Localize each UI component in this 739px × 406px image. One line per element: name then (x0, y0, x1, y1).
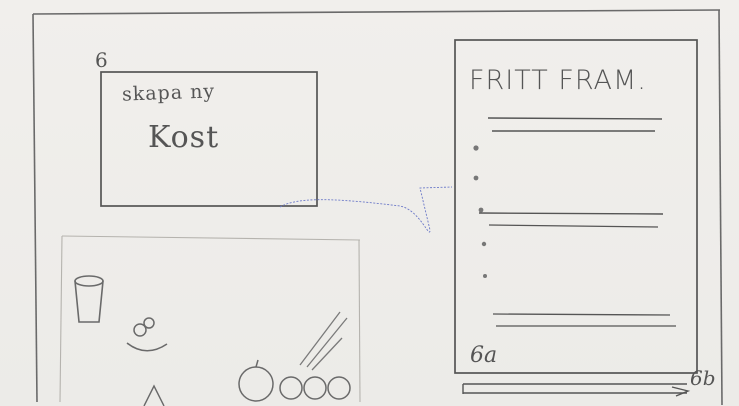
connector-line (280, 187, 452, 232)
banner-line-2: Kost (148, 120, 219, 155)
bowl-icon (127, 318, 167, 351)
side-panel-label: 6a (470, 343, 497, 368)
list-bullet (482, 242, 486, 246)
list-bullet (474, 176, 479, 181)
side-panel-title: FRITT FRAM. (469, 65, 647, 96)
frame-label: 6 (95, 48, 108, 72)
banner-line-1: skapa ny (122, 80, 216, 105)
glass-icon (75, 276, 103, 322)
scroll-bar-label: 6b (690, 366, 716, 390)
vegetable-icon (300, 312, 347, 370)
list-bullet (479, 208, 484, 213)
list-bullet (473, 145, 478, 150)
fruit-icon (239, 360, 350, 401)
scroll-bar[interactable] (463, 384, 688, 396)
triangle-icon (144, 386, 164, 406)
list-bullet (483, 274, 487, 278)
